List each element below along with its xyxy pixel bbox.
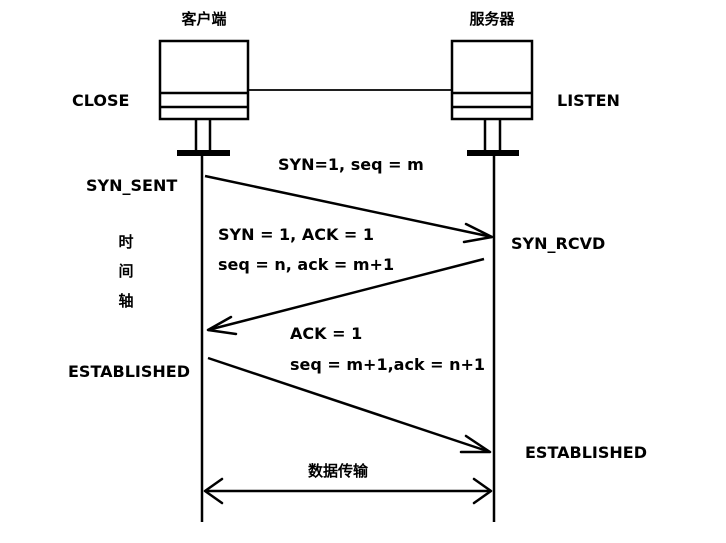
timeline-char-2: 间	[118, 262, 133, 280]
syn-arrowhead	[462, 222, 494, 244]
ack-label-line2: seq = m+1,ack = n+1	[290, 355, 485, 374]
syn-ack-label-line2: seq = n, ack = m+1	[218, 255, 394, 274]
data-transfer-arrowhead-left	[203, 477, 224, 505]
syn-ack-arrowhead	[206, 315, 238, 336]
client-state-syn-sent: SYN_SENT	[86, 176, 177, 195]
timeline-char-3: 轴	[118, 292, 133, 310]
server-state-syn-rcvd: SYN_RCVD	[511, 234, 605, 253]
server-state-established: ESTABLISHED	[525, 443, 647, 462]
server-title: 服务器	[469, 10, 515, 28]
client-title: 客户端	[180, 10, 226, 28]
syn-ack-label-line1: SYN = 1, ACK = 1	[218, 225, 374, 244]
server-state-listen: LISTEN	[557, 91, 620, 110]
client-computer-icon	[158, 39, 250, 156]
timeline-char-1: 时	[118, 233, 133, 251]
ack-arrowhead	[459, 434, 492, 454]
ack-label-line1: ACK = 1	[290, 324, 362, 343]
data-transfer-label: 数据传输	[308, 462, 369, 480]
syn-ack-arrow	[207, 257, 485, 332]
server-computer-icon	[450, 39, 534, 156]
syn-arrow	[204, 174, 493, 239]
syn-message-label: SYN=1, seq = m	[278, 155, 424, 174]
client-state-established: ESTABLISHED	[68, 362, 190, 381]
client-state-close: CLOSE	[72, 91, 129, 110]
data-transfer-arrowhead-right	[472, 477, 493, 505]
ack-arrow	[207, 356, 491, 454]
